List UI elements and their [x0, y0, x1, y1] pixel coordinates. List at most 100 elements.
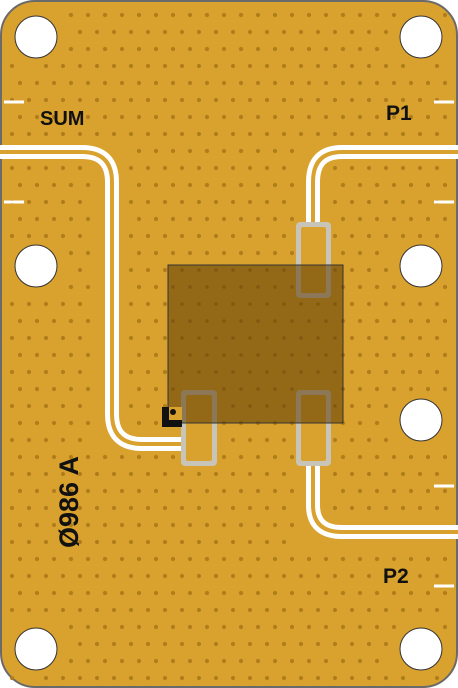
- via: [272, 522, 278, 528]
- via: [85, 658, 91, 664]
- via: [238, 12, 244, 18]
- via: [213, 63, 219, 69]
- via: [366, 471, 372, 477]
- via: [366, 301, 372, 307]
- via: [247, 641, 253, 647]
- via: [213, 505, 219, 511]
- via: [162, 301, 168, 307]
- via: [162, 471, 168, 477]
- via: [136, 488, 142, 494]
- via: [68, 454, 74, 460]
- via: [51, 420, 57, 426]
- via: [366, 29, 372, 35]
- via: [145, 131, 151, 137]
- via: [281, 165, 287, 171]
- via: [315, 97, 321, 103]
- via: [383, 471, 389, 477]
- via: [357, 12, 363, 18]
- via: [391, 386, 397, 392]
- via: [306, 658, 312, 664]
- via: [442, 12, 448, 18]
- via: [221, 80, 227, 86]
- via: [145, 199, 151, 205]
- via: [128, 233, 134, 239]
- via: [255, 46, 261, 52]
- via: [111, 641, 117, 647]
- via: [43, 131, 49, 137]
- via: [187, 216, 193, 222]
- via: [281, 641, 287, 647]
- via: [187, 80, 193, 86]
- via: [179, 505, 185, 511]
- via: [230, 165, 236, 171]
- via: [43, 165, 49, 171]
- via: [272, 216, 278, 222]
- via: [213, 97, 219, 103]
- via: [357, 488, 363, 494]
- via: [136, 182, 142, 188]
- via: [9, 607, 15, 613]
- via: [289, 46, 295, 52]
- via: [119, 658, 125, 664]
- via: [247, 63, 253, 69]
- via: [68, 352, 74, 358]
- via: [196, 97, 202, 103]
- pin1-marker: [162, 407, 182, 427]
- via: [179, 165, 185, 171]
- via: [315, 131, 321, 137]
- via: [68, 250, 74, 256]
- via: [153, 658, 159, 664]
- via: [425, 80, 431, 86]
- via: [264, 675, 270, 681]
- via: [26, 403, 32, 409]
- trace-sum: [0, 145, 188, 451]
- mounting-hole-mr2: [399, 398, 443, 442]
- via: [94, 573, 100, 579]
- via: [289, 624, 295, 630]
- via: [153, 420, 159, 426]
- via: [357, 46, 363, 52]
- via: [102, 624, 108, 630]
- via: [128, 199, 134, 205]
- via: [230, 97, 236, 103]
- via: [366, 505, 372, 511]
- via: [187, 182, 193, 188]
- label-p1: P1: [386, 102, 412, 125]
- via: [281, 505, 287, 511]
- via: [128, 641, 134, 647]
- via: [400, 369, 406, 375]
- via: [400, 573, 406, 579]
- via: [119, 590, 125, 596]
- mounting-hole-bl: [14, 627, 58, 671]
- via: [349, 471, 355, 477]
- via: [85, 318, 91, 324]
- via: [255, 216, 261, 222]
- via: [221, 148, 227, 154]
- via: [34, 80, 40, 86]
- via: [102, 658, 108, 664]
- via: [145, 267, 151, 273]
- via: [162, 573, 168, 579]
- via: [26, 199, 32, 205]
- via: [9, 675, 15, 681]
- via: [434, 369, 440, 375]
- via: [179, 607, 185, 613]
- via: [17, 590, 23, 596]
- via: [17, 114, 23, 120]
- via: [60, 675, 66, 681]
- via: [374, 12, 380, 18]
- via: [51, 318, 57, 324]
- via: [281, 97, 287, 103]
- via: [238, 556, 244, 562]
- via: [102, 12, 108, 18]
- via: [85, 420, 91, 426]
- via: [221, 250, 227, 256]
- via: [179, 539, 185, 545]
- via: [162, 131, 168, 137]
- via: [374, 284, 380, 290]
- via: [162, 233, 168, 239]
- via: [272, 12, 278, 18]
- via: [247, 131, 253, 137]
- via: [34, 114, 40, 120]
- via: [60, 335, 66, 341]
